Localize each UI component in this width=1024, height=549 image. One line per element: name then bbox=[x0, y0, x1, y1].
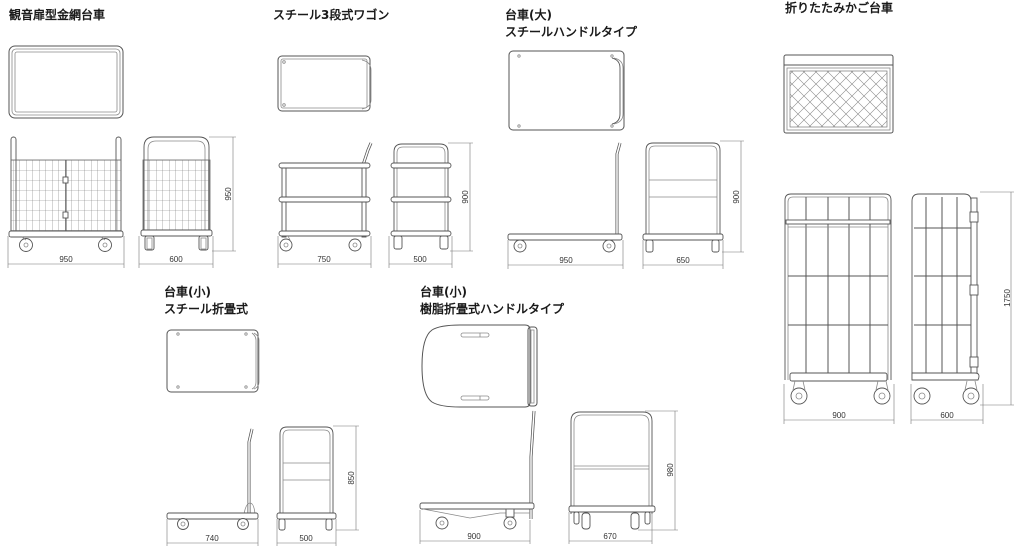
dimension-width: 500 bbox=[413, 255, 427, 264]
front-view: 740 bbox=[166, 428, 259, 546]
front-view: 900 bbox=[783, 193, 895, 424]
dimension-width: 670 bbox=[603, 532, 617, 541]
front-view: 900 bbox=[419, 410, 536, 544]
side-view: 500 900 bbox=[388, 142, 473, 268]
dimension-height: 850 bbox=[347, 471, 356, 485]
side-view: 600 1750 bbox=[910, 191, 1014, 424]
title-line: スチール折畳式 bbox=[164, 302, 249, 316]
title-line: 台車(大) bbox=[505, 8, 552, 22]
title-line: 樹脂折畳式ハンドルタイプ bbox=[420, 302, 565, 316]
side-view: 600 950 bbox=[138, 136, 236, 268]
dimension-width: 900 bbox=[467, 532, 481, 541]
top-view bbox=[277, 55, 372, 112]
dimension-width: 950 bbox=[559, 256, 573, 265]
top-view bbox=[508, 50, 625, 131]
dimension-width: 500 bbox=[299, 534, 313, 543]
dimension-height: 980 bbox=[666, 463, 675, 477]
top-view bbox=[8, 45, 124, 119]
dimension-width: 600 bbox=[169, 255, 183, 264]
dimension-width: 750 bbox=[317, 255, 331, 264]
title-line: 台車(小) bbox=[164, 285, 211, 299]
product-title-small-resin-folding: 台車(小) 樹脂折畳式ハンドルタイプ bbox=[420, 284, 564, 318]
side-view: 500 850 bbox=[276, 425, 359, 546]
top-view bbox=[166, 329, 260, 393]
product-title-kannon-mesh: 観音扉型金網台車 bbox=[9, 7, 105, 24]
drawing-folding-cage: 900 600 1750 bbox=[783, 54, 1014, 424]
drawing-small-steel-folding: 740 500 850 bbox=[166, 329, 359, 546]
dimension-width: 650 bbox=[676, 256, 690, 265]
title-line: 折りたたみかご台車 bbox=[785, 1, 894, 15]
dimension-width: 740 bbox=[205, 534, 219, 543]
drawing-large-steel-handle: 950 650 900 bbox=[507, 50, 744, 269]
title-line: スチール3段式ワゴン bbox=[273, 8, 390, 22]
dimension-height: 900 bbox=[461, 190, 470, 204]
dimension-width: 900 bbox=[832, 411, 846, 420]
front-view: 950 bbox=[507, 142, 624, 269]
drawing-kannon-mesh: 950 600 950 bbox=[7, 45, 236, 268]
product-title-small-steel-folding: 台車(小) スチール折畳式 bbox=[164, 284, 248, 318]
dimension-width: 600 bbox=[940, 411, 954, 420]
title-line: 台車(小) bbox=[420, 285, 467, 299]
dimension-width: 950 bbox=[59, 255, 73, 264]
product-title-large-steel-handle: 台車(大) スチールハンドルタイプ bbox=[505, 7, 637, 41]
side-view: 650 900 bbox=[642, 140, 744, 269]
front-view: 750 bbox=[277, 142, 373, 268]
dimension-height: 1750 bbox=[1003, 289, 1012, 307]
side-view: 670 980 bbox=[568, 410, 678, 544]
product-title-steel-wagon: スチール3段式ワゴン bbox=[273, 7, 389, 24]
drawing-steel-wagon: 750 500 900 bbox=[277, 55, 473, 268]
dimension-height: 900 bbox=[732, 190, 741, 204]
front-view: 950 bbox=[7, 136, 125, 268]
title-line: 観音扉型金網台車 bbox=[9, 8, 106, 22]
drawing-small-resin-folding: 900 670 980 bbox=[419, 324, 678, 544]
top-view bbox=[783, 54, 894, 134]
dimension-height: 950 bbox=[224, 187, 233, 201]
top-view bbox=[421, 324, 538, 408]
title-line: スチールハンドルタイプ bbox=[505, 25, 638, 39]
product-title-folding-cage: 折りたたみかご台車 bbox=[785, 0, 893, 17]
